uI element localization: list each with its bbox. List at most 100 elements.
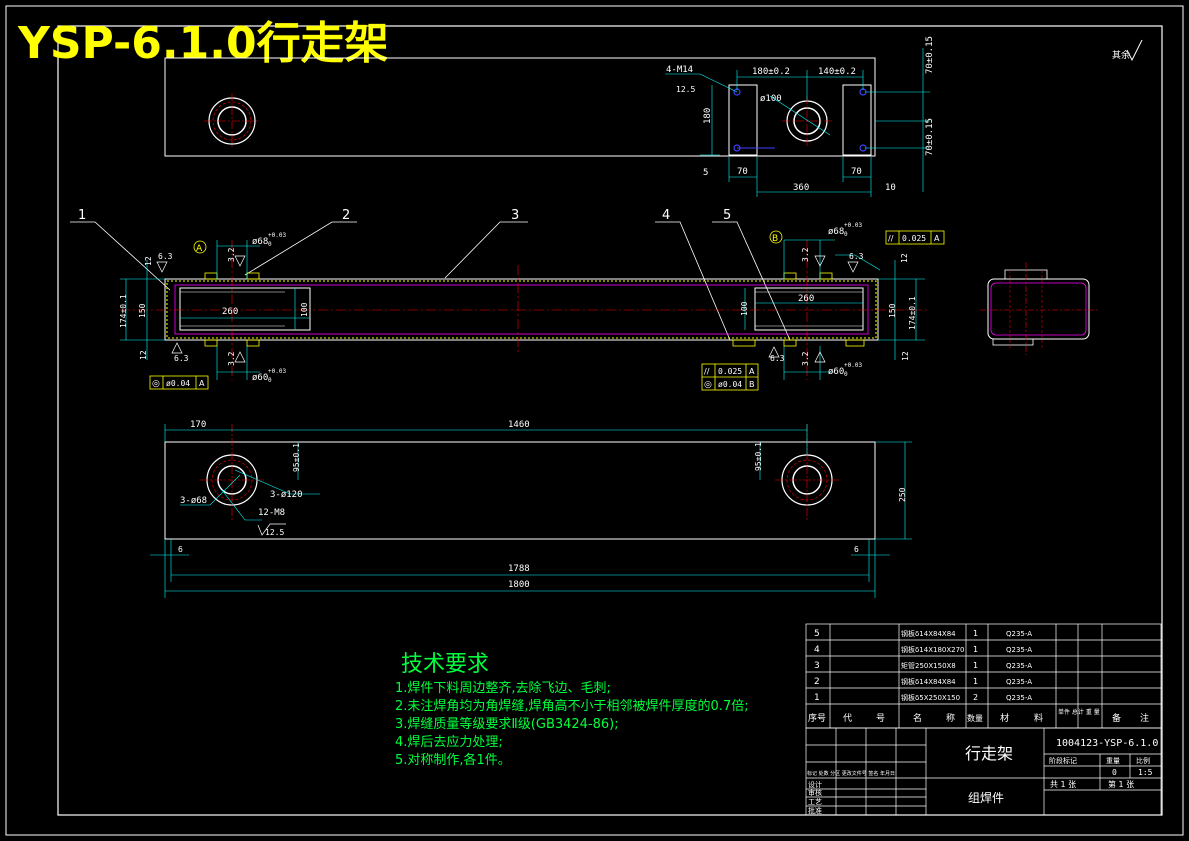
concentricity-icon: ◎ [704,380,712,390]
dim-text: 260 [798,294,814,304]
balloon-4: 4 [662,208,670,223]
part-name: 行走架 [965,744,1013,763]
inner-border [57,25,1163,816]
dim-text: 0 [268,241,272,248]
dim-text: 12.5 [265,528,284,537]
dim-text: 180±0.2 [752,67,790,77]
dim-text: 360 [793,183,809,193]
roughness-symbol-icon [171,342,183,354]
dim-text: 150 [888,303,897,318]
bom-cell-qty: 1 [973,629,978,638]
dim-text: 174±0.1 [119,294,128,328]
dim-text: 70 [737,167,748,177]
bom-cell-no: 3 [814,661,820,671]
datum-b-label: B [772,234,778,244]
quantity-value: 0 [1112,768,1117,777]
dim-text: 3.2 [801,351,810,366]
dim-text: 6 [178,545,183,554]
weld-plate [204,339,218,347]
dim-text: 3-ø120 [270,490,303,500]
tube-inner [174,284,869,335]
drawing-title: YSP-6.1.0行走架 [17,18,389,69]
dim-text: +0.03 [844,362,862,369]
sign-row: 设计 [808,780,822,789]
tolerance-frame-a: ◎ ø0.04 A [149,375,209,390]
weld-plate [783,272,797,280]
roughness-symbol-icon [814,351,826,363]
dim-text: 3.2 [227,247,236,262]
dim-text: 12 [139,350,148,360]
balloon-1: 1 [78,208,86,223]
bom-table [805,623,1162,729]
dim-text: 70±0.15 [925,36,935,74]
roughness-symbol-icon [234,351,246,363]
dim-text: 250 [898,487,907,502]
top-plate-right [842,84,872,156]
bom-cell-material: Q235-A [1006,646,1032,654]
bom-header: 名 [913,712,922,724]
tube-outer [164,278,879,341]
dim-text: 10 [885,183,896,193]
title-block-outline [805,727,1162,816]
dim-text: 6.3 [770,354,785,363]
leader [665,73,738,93]
sheet-total: 共 1 张 [1050,780,1076,789]
parallel-icon: // [888,234,894,243]
bottom-view-outline [164,441,876,540]
side-inner [990,282,1087,336]
leader [180,474,241,506]
bom-header: 材 [1000,712,1009,724]
dim-text: 70 [851,167,862,177]
note-item: 2.未注焊角均为角焊缝,焊角高不小于相邻被焊件厚度的0.7倍; [395,699,749,714]
stage-label: 阶段标记 [1049,756,1077,765]
balloon-leader [70,221,171,291]
bom-cell-name: 钢板δ14X84X84 [901,677,956,686]
dim-text: 1460 [508,420,530,430]
tol-value: 0.025 [718,367,742,376]
dim-text: +0.03 [268,368,286,375]
balloon-leader [244,221,357,276]
balloon-3: 3 [511,208,519,223]
balloon-leader [655,221,731,341]
dim-text: 95±0.1 [754,442,763,471]
tol-datum: A [749,367,755,376]
bom-cell-qty: 2 [973,693,978,702]
bom-cell-material: Q235-A [1006,662,1032,670]
roughness-symbol-icon [1126,39,1143,62]
dim-text: 170 [190,420,206,430]
tolerance-frame-b: // 0.025 A ◎ ø0.04 B [701,363,759,391]
tol-datum: A [199,379,205,388]
dim-text: 180 [703,108,713,124]
dim-text: 3.2 [227,351,236,366]
dim-text: 100 [740,301,749,316]
tol-value: ø0.04 [166,379,190,388]
dim-text: 3.2 [801,247,810,262]
bom-header: 单件 总计 重 量 [1058,708,1100,716]
bom-cell-no: 5 [814,629,820,639]
bom-header: 料 [1034,712,1043,724]
bom-header: 序号 [808,712,826,724]
dim-text: 12 [901,351,910,361]
dim-text: 6.3 [158,252,173,261]
dim-text: 140±0.2 [818,67,856,77]
bom-cell-name: 钢板δ14X84X84 [901,629,956,638]
subtitle: 组焊件 [968,790,1004,805]
dim-text: 1800 [508,580,530,590]
right-bore [754,287,864,331]
bom-outline [805,623,1162,729]
bom-header: 备 [1112,712,1121,724]
leader [835,254,881,271]
leader [234,469,320,495]
dim-text: 5 [703,168,708,178]
technical-notes: 技术要求 1.焊件下料周边整齐,去除飞边、毛刺; 2.未注焊角均为角焊缝,焊角高… [395,650,749,770]
bom-cell-name: 钢板δ5X250X150 [901,693,960,702]
weld-plate [246,272,260,280]
roughness-symbol-icon [156,261,168,273]
tol-value: ø0.04 [718,380,742,389]
tube-weld [166,280,877,339]
dim-text: 95±0.1 [292,443,301,472]
dim-text: 70±0.15 [925,118,935,156]
bom-cell-name: 矩管250X150X8 [901,661,956,670]
balloon-5: 5 [723,208,731,223]
